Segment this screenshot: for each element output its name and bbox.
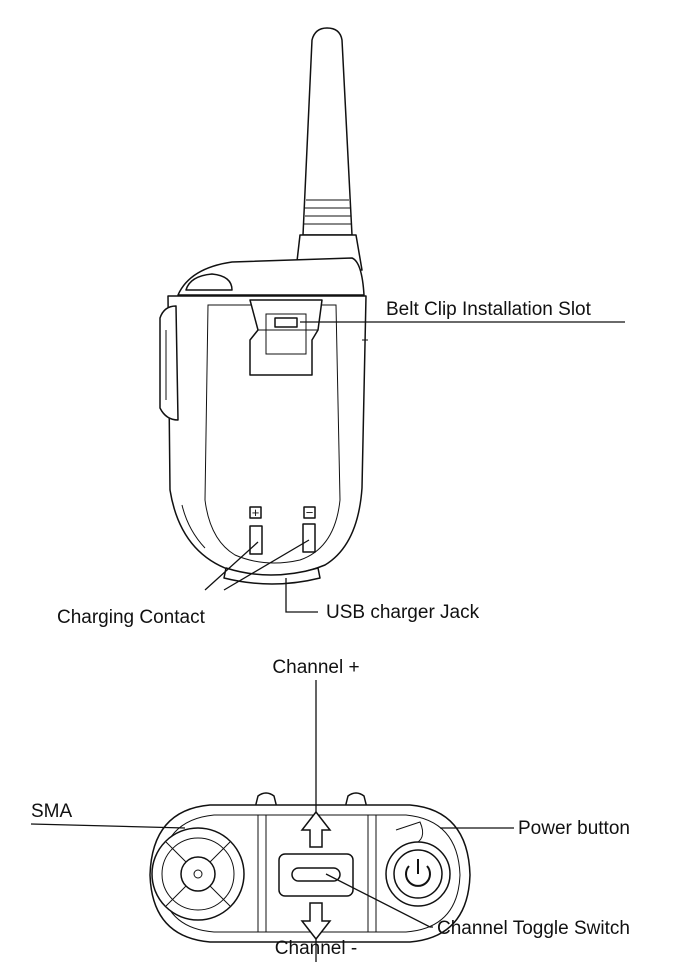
channel-toggle-switch	[279, 854, 353, 896]
label-power-button: Power button	[518, 818, 630, 839]
belt-clip-slot	[250, 300, 322, 375]
minus-symbol: −	[306, 505, 314, 520]
label-belt-clip-slot: Belt Clip Installation Slot	[386, 299, 592, 320]
label-usb-charger-jack: USB charger Jack	[326, 602, 480, 623]
plus-symbol: +	[252, 505, 260, 520]
label-channel-plus: Channel +	[272, 657, 359, 678]
side-ptt-button	[160, 306, 178, 420]
label-charging-contact: Charging Contact	[57, 607, 206, 628]
antenna	[296, 28, 362, 270]
radio-top-view	[150, 793, 470, 942]
radio-back-view: + −	[160, 28, 368, 584]
label-channel-toggle-switch: Channel Toggle Switch	[437, 918, 630, 939]
sma-connector	[152, 828, 244, 920]
label-sma: SMA	[31, 801, 73, 822]
label-channel-minus: Channel -	[275, 938, 357, 959]
